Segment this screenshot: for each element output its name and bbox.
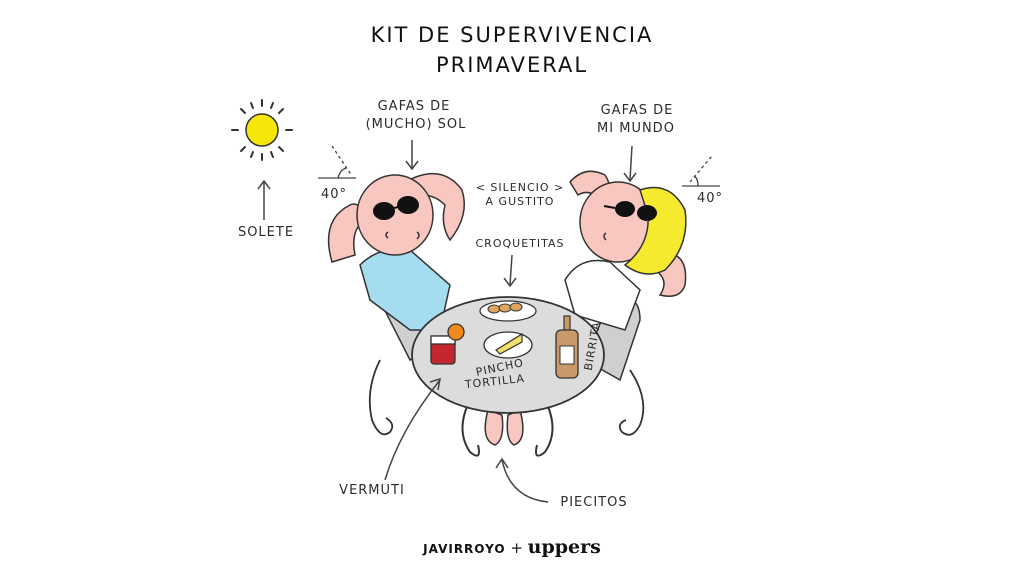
sun-icon bbox=[231, 99, 293, 161]
arrow-vermut bbox=[384, 377, 441, 481]
arrow-glasses-right bbox=[623, 145, 637, 183]
person-right bbox=[564, 170, 687, 331]
label-glasses-right-1: GAFAS DE bbox=[600, 103, 674, 118]
label-croquetitas: CROQUETITAS bbox=[475, 237, 565, 250]
label-silence-1: < SILENCIO > bbox=[475, 181, 565, 194]
credit-plus: + bbox=[510, 539, 523, 557]
vermut-glass bbox=[430, 323, 465, 365]
label-piecitos: PIECITOS bbox=[560, 495, 628, 510]
title-line-1: KIT DE SUPERVIVENCIA bbox=[370, 23, 654, 47]
label-glasses-right-2: MI MUNDO bbox=[597, 121, 675, 136]
label-silence-2: A GUSTITO bbox=[485, 195, 555, 208]
label-vermuti: VERMUTI bbox=[339, 483, 405, 498]
credit-line: JAVIRROYO + uppers bbox=[0, 536, 1024, 558]
sun-arrow bbox=[257, 179, 271, 220]
title-line-2: PRIMAVERAL bbox=[435, 53, 589, 77]
beer-bottle bbox=[555, 315, 579, 379]
angle-left bbox=[318, 145, 356, 179]
label-solete: SOLETE bbox=[237, 225, 295, 240]
label-angle-right: 40° bbox=[696, 191, 724, 206]
table-legs bbox=[461, 399, 554, 457]
label-glasses-left-1: GAFAS DE bbox=[377, 99, 451, 114]
arrow-feet bbox=[495, 457, 549, 503]
label-glasses-left-2: (MUCHO) SOL bbox=[365, 117, 467, 132]
tortilla-plate bbox=[483, 331, 533, 359]
label-angle-left: 40° bbox=[320, 187, 348, 202]
arrow-croquetas bbox=[503, 254, 517, 288]
feet bbox=[484, 408, 524, 446]
credit-brand: uppers bbox=[527, 536, 601, 558]
croquetas-plate bbox=[479, 300, 537, 322]
credit-author: JAVIRROYO bbox=[423, 542, 506, 556]
arrow-glasses-left bbox=[405, 140, 419, 171]
angle-right bbox=[682, 155, 720, 187]
